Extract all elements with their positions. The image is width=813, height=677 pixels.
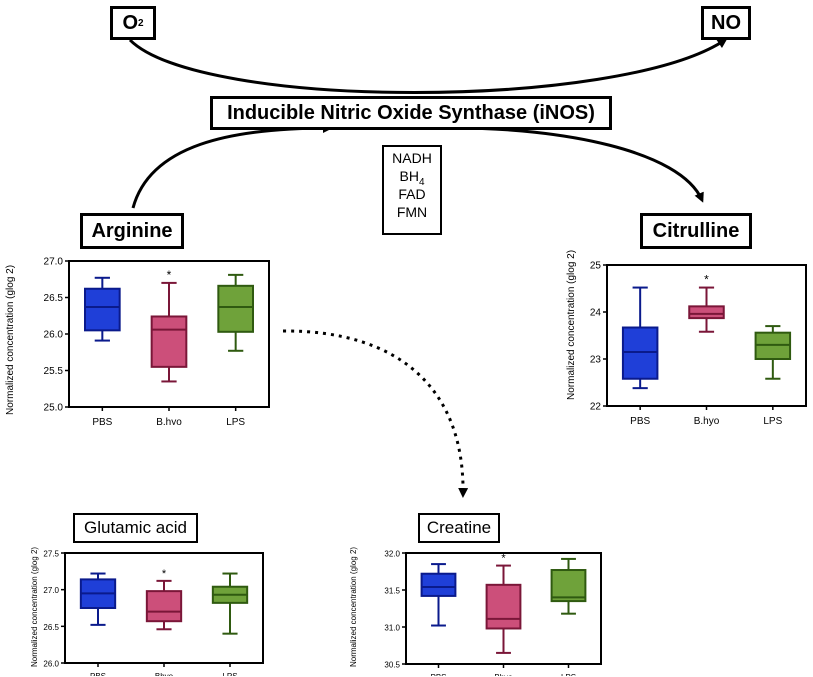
glutamic-acid-ylabel: Normalized concentration (glog 2) (30, 546, 39, 667)
citrulline-xtick-label: B.hyo (694, 416, 720, 426)
glutamic-acid-box (145, 590, 183, 623)
arginine-box (84, 287, 121, 332)
arginine-ytick-label: 26.5 (44, 293, 64, 304)
arginine-ytick-label: 25.0 (44, 403, 64, 414)
cofactor-bh4: BH4 (399, 168, 425, 188)
glutamic-acid-ytick-label: 26.0 (43, 660, 59, 669)
citrulline-ytick-label: 24 (590, 308, 602, 319)
citrulline-xtick-label: PBS (630, 416, 650, 426)
glutamic-acid-xtick-label: Bhyo (155, 672, 174, 676)
citrulline-ytick-label: 25 (590, 261, 602, 272)
creatine-significance-star: * (501, 553, 506, 565)
creatine-text: Creatine (426, 518, 492, 537)
creatine-ytick-label: 31.0 (384, 624, 400, 633)
no-label: NO (701, 6, 751, 40)
creatine-box (485, 583, 522, 630)
creatine-xtick-label: LPS (561, 673, 576, 676)
arginine-significance-star: * (167, 268, 172, 282)
arginine-xtick-label: B.hyo (156, 417, 182, 425)
arginine-ytick-label: 25.5 (44, 366, 64, 377)
citrulline-ylabel: Normalized concentration (glog 2) (566, 249, 577, 400)
creatine-label: Creatine (418, 513, 500, 543)
creatine-xtick-label: Bhyo (494, 673, 513, 676)
no-text: NO (711, 11, 741, 34)
o2-subscript: 2 (138, 17, 144, 29)
arginine-xtick-label: PBS (92, 417, 112, 425)
citrulline-text: Citrulline (652, 219, 740, 242)
enzyme-text: Inducible Nitric Oxide Synthase (iNOS) (227, 101, 595, 124)
cofactor-fad: FAD (398, 186, 426, 202)
glutamic-acid-xtick-label: LPS (222, 672, 237, 676)
citrulline-significance-star: * (704, 273, 709, 287)
citrulline-xtick-label: LPS (763, 416, 782, 426)
arginine-ytick-label: 27.0 (44, 257, 64, 268)
arginine-ytick-label: 26.0 (44, 330, 64, 341)
creatine-box (550, 569, 587, 603)
citrulline-label: Citrulline (640, 213, 752, 249)
cofactors-box: NADH BH4 FAD FMN (382, 145, 442, 235)
dotted-arrow (282, 329, 469, 498)
creatine-ylabel: Normalized concentration (glog 2) (349, 546, 358, 667)
creatine-ytick-label: 32.0 (384, 550, 400, 559)
cofactor-nadh: NADH (392, 150, 432, 166)
glutamic-acid-ytick-label: 26.5 (43, 623, 59, 632)
glutamic-acid-label: Glutamic acid (73, 513, 198, 543)
arginine-text: Arginine (91, 219, 173, 242)
o2-text: O (122, 11, 138, 34)
citrulline-box (621, 326, 659, 380)
creatine-xtick-label: PBS (430, 673, 446, 676)
enzyme-label: Inducible Nitric Oxide Synthase (iNOS) (210, 96, 612, 130)
citrulline-ytick-label: 22 (590, 402, 602, 413)
arginine-box (150, 315, 188, 368)
creatine-ytick-label: 30.5 (384, 661, 400, 670)
arginine-xtick-label: LPS (226, 417, 245, 425)
citrulline-ytick-label: 23 (590, 355, 602, 366)
glutamic-acid-xtick-label: PBS (90, 672, 106, 676)
citrulline-box (688, 305, 725, 320)
arginine-ylabel: Normalized concentration (glog 2) (5, 264, 16, 415)
arginine-box (217, 284, 254, 333)
glutamic-acid-ytick-label: 27.0 (43, 586, 59, 595)
o2-to-no-arrow (128, 38, 728, 94)
arginine-label: Arginine (80, 213, 184, 249)
glutamic-acid-text: Glutamic acid (84, 518, 187, 537)
glutamic-acid-significance-star: * (162, 568, 167, 580)
arginine-to-enzyme-arrow (131, 123, 333, 209)
creatine-ytick-label: 31.5 (384, 587, 400, 596)
enzyme-to-citrulline-arrow (454, 126, 704, 203)
glutamic-acid-ytick-label: 27.5 (43, 550, 59, 559)
creatine-box (420, 572, 457, 597)
cofactor-fmn: FMN (396, 204, 428, 220)
